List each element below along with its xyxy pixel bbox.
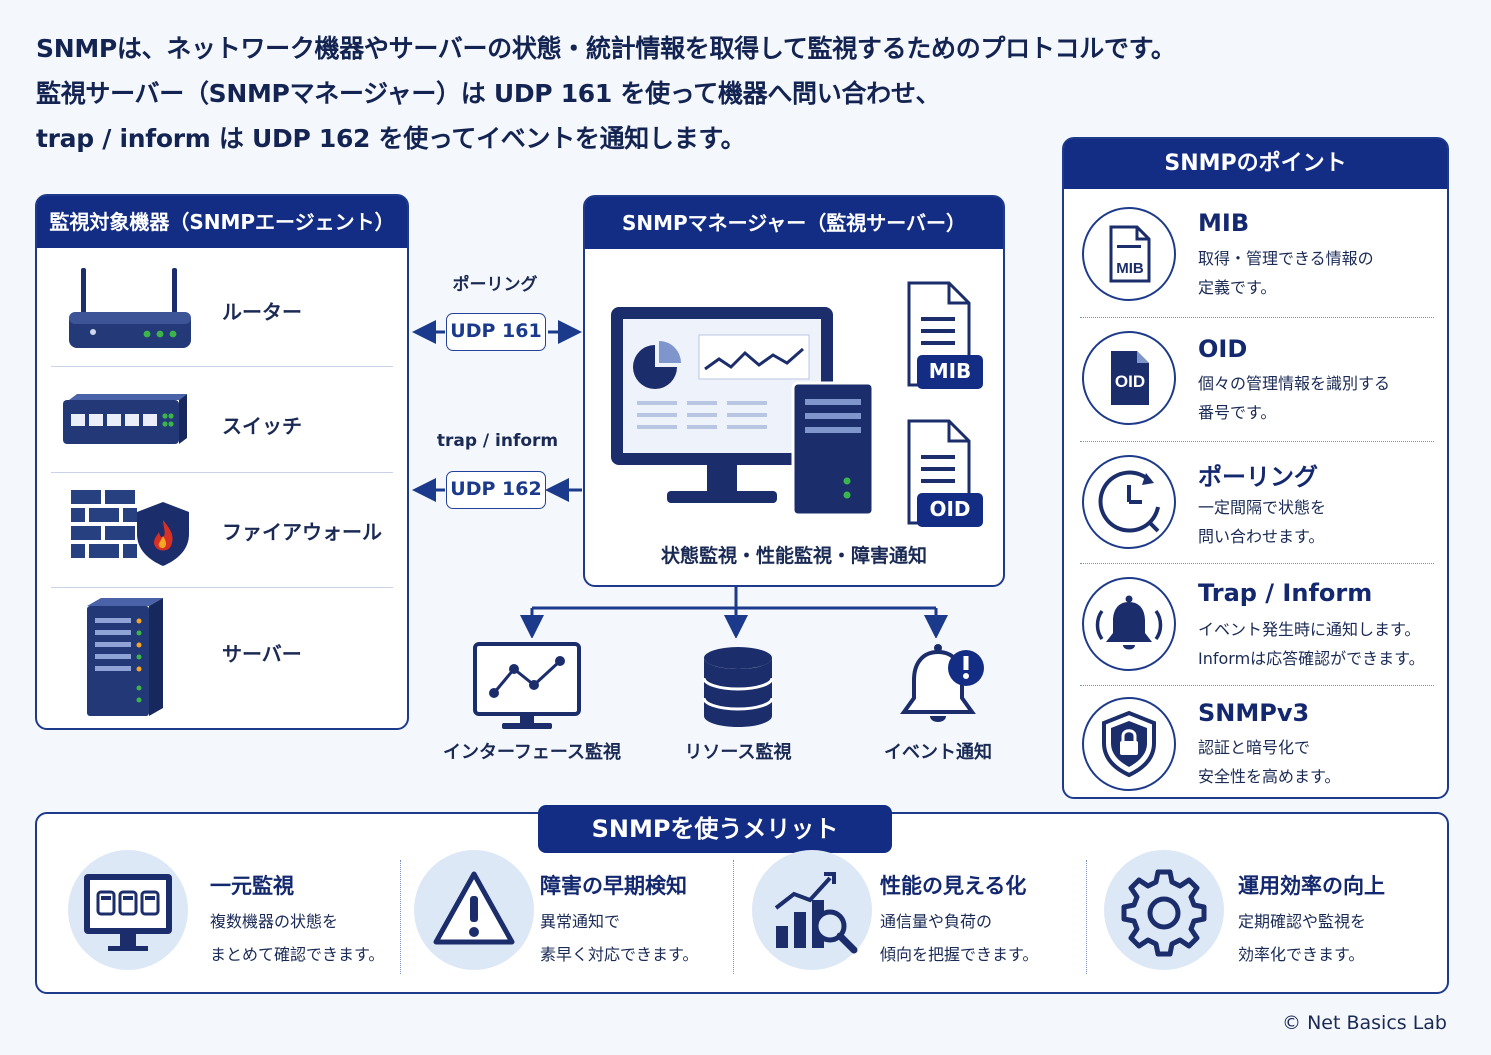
merit-title: 一元監視 (210, 874, 294, 898)
udp-161-badge: UDP 161 (446, 313, 546, 351)
point-divider (1080, 317, 1434, 318)
output-label-event: イベント通知 (884, 742, 992, 763)
point-item-trap-inform: Trap / Inform イベント発生時に通知します。Informは応答確認が… (1078, 571, 1434, 693)
merit-divider (1086, 860, 1087, 974)
polling-label: ポーリング (452, 275, 538, 295)
oid-icon-text: OID (1115, 372, 1145, 391)
mib-file-icon: MIB (1082, 207, 1176, 301)
point-divider (1080, 441, 1434, 442)
merit-divider (400, 860, 401, 974)
merit-item-centralized: 一元監視 複数機器の状態をまとめて確認できます。 (68, 850, 388, 980)
point-item-oid: OID OID 個々の管理情報を識別する番号です。 (1078, 325, 1434, 447)
devices-panel-title: 監視対象機器（SNMPエージェント） (37, 196, 407, 248)
clock-icon (1082, 455, 1176, 549)
shield-lock-icon (1082, 697, 1176, 791)
merit-desc: 複数機器の状態をまとめて確認できます。 (210, 912, 385, 964)
firewall-icon (67, 486, 197, 575)
merit-title: 運用効率の向上 (1238, 874, 1385, 898)
merit-title: 性能の見える化 (880, 874, 1027, 898)
point-title: MIB (1198, 209, 1250, 237)
ringing-bell-icon (1082, 577, 1176, 671)
server-icon (81, 596, 171, 725)
merit-divider (733, 860, 734, 974)
merit-desc: 通信量や負荷の傾向を把握できます。 (880, 912, 1039, 964)
device-divider (51, 366, 393, 367)
point-title: Trap / Inform (1198, 579, 1373, 607)
point-title: ポーリング (1198, 463, 1318, 491)
device-label-switch: スイッチ (222, 414, 302, 438)
point-item-polling: ポーリング 一定間隔で状態を問い合わせます。 (1078, 449, 1434, 571)
merit-item-early-detection: 障害の早期検知 異常通知で素早く対応できます。 (414, 850, 724, 980)
manager-panel: SNMPマネージャー（監視サーバー） (583, 195, 1005, 587)
flow-arrows (412, 320, 582, 502)
point-divider (1080, 685, 1434, 686)
point-item-snmpv3: SNMPv3 認証と暗号化で安全性を高めます。 (1078, 693, 1434, 815)
oid-file-icon: OID (1082, 331, 1176, 425)
oid-file-icon (903, 419, 985, 533)
points-panel-title: SNMPのポイント (1064, 139, 1447, 189)
point-divider (1080, 563, 1434, 564)
point-title: OID (1198, 335, 1248, 363)
warning-icon (414, 850, 534, 970)
mib-icon-text: MIB (1116, 260, 1144, 277)
point-desc: 認証と暗号化で安全性を高めます。 (1198, 738, 1341, 786)
chart-magnifier-icon (752, 850, 872, 970)
mib-tag: MIB (928, 359, 972, 383)
bell-alert-icon (898, 642, 988, 736)
oid-tag: OID (929, 497, 971, 521)
merit-desc: 異常通知で素早く対応できます。 (540, 912, 699, 964)
merits-panel-title: SNMPを使うメリット (538, 805, 892, 853)
point-desc: 個々の管理情報を識別する番号です。 (1198, 374, 1391, 422)
gear-icon (1104, 850, 1224, 970)
mib-file-icon (903, 281, 985, 395)
merit-title: 障害の早期検知 (540, 874, 687, 898)
point-desc: 取得・管理できる情報の定義です。 (1198, 249, 1374, 297)
device-divider (51, 587, 393, 588)
device-divider (51, 472, 393, 473)
router-icon (65, 266, 195, 360)
switch-icon (59, 392, 189, 456)
output-label-interface: インターフェース監視 (442, 742, 622, 763)
merit-item-visualization: 性能の見える化 通信量や負荷の傾向を把握できます。 (752, 850, 1072, 980)
merit-item-efficiency: 運用効率の向上 定期確認や監視を効率化できます。 (1104, 850, 1424, 980)
intro-line: SNMPは、ネットワーク機器やサーバーの状態・統計情報を取得して監視するためのプ… (36, 34, 1176, 63)
copyright: © Net Basics Lab (1282, 1012, 1447, 1034)
intro-line: 監視サーバー（SNMPマネージャー）は UDP 161 を使って機器へ問い合わせ… (36, 79, 941, 108)
point-desc: 一定間隔で状態を問い合わせます。 (1198, 498, 1327, 546)
monitor-server-icon (607, 305, 877, 521)
database-icon (702, 646, 774, 732)
points-panel: SNMPのポイント MIB MIB 取得・管理できる情報の定義です。 OID O… (1062, 137, 1449, 799)
point-item-mib: MIB MIB 取得・管理できる情報の定義です。 (1078, 199, 1434, 321)
point-title: SNMPv3 (1198, 699, 1310, 727)
output-label-resource: リソース監視 (684, 742, 792, 763)
device-label-server: サーバー (222, 642, 302, 666)
intro-line: trap / inform は UDP 162 を使ってイベントを通知します。 (36, 124, 746, 153)
manager-panel-title: SNMPマネージャー（監視サーバー） (585, 197, 1003, 249)
device-label-firewall: ファイアウォール (222, 520, 382, 544)
device-label-router: ルーター (222, 300, 302, 324)
udp-162-badge: UDP 162 (446, 471, 546, 509)
devices-panel: 監視対象機器（SNMPエージェント） ルーター (35, 194, 409, 730)
point-desc: イベント発生時に通知します。Informは応答確認ができます。 (1198, 620, 1425, 668)
merit-desc: 定期確認や監視を効率化できます。 (1238, 912, 1367, 964)
line-chart-monitor-icon (472, 641, 584, 735)
trap-inform-label: trap / inform (436, 431, 559, 451)
intro-text: SNMPは、ネットワーク機器やサーバーの状態・統計情報を取得して監視するためのプ… (36, 26, 1176, 161)
manager-caption: 状態監視・性能監視・障害通知 (660, 545, 927, 567)
output-branch-arrows (520, 586, 948, 638)
monitor-devices-icon (68, 850, 188, 970)
